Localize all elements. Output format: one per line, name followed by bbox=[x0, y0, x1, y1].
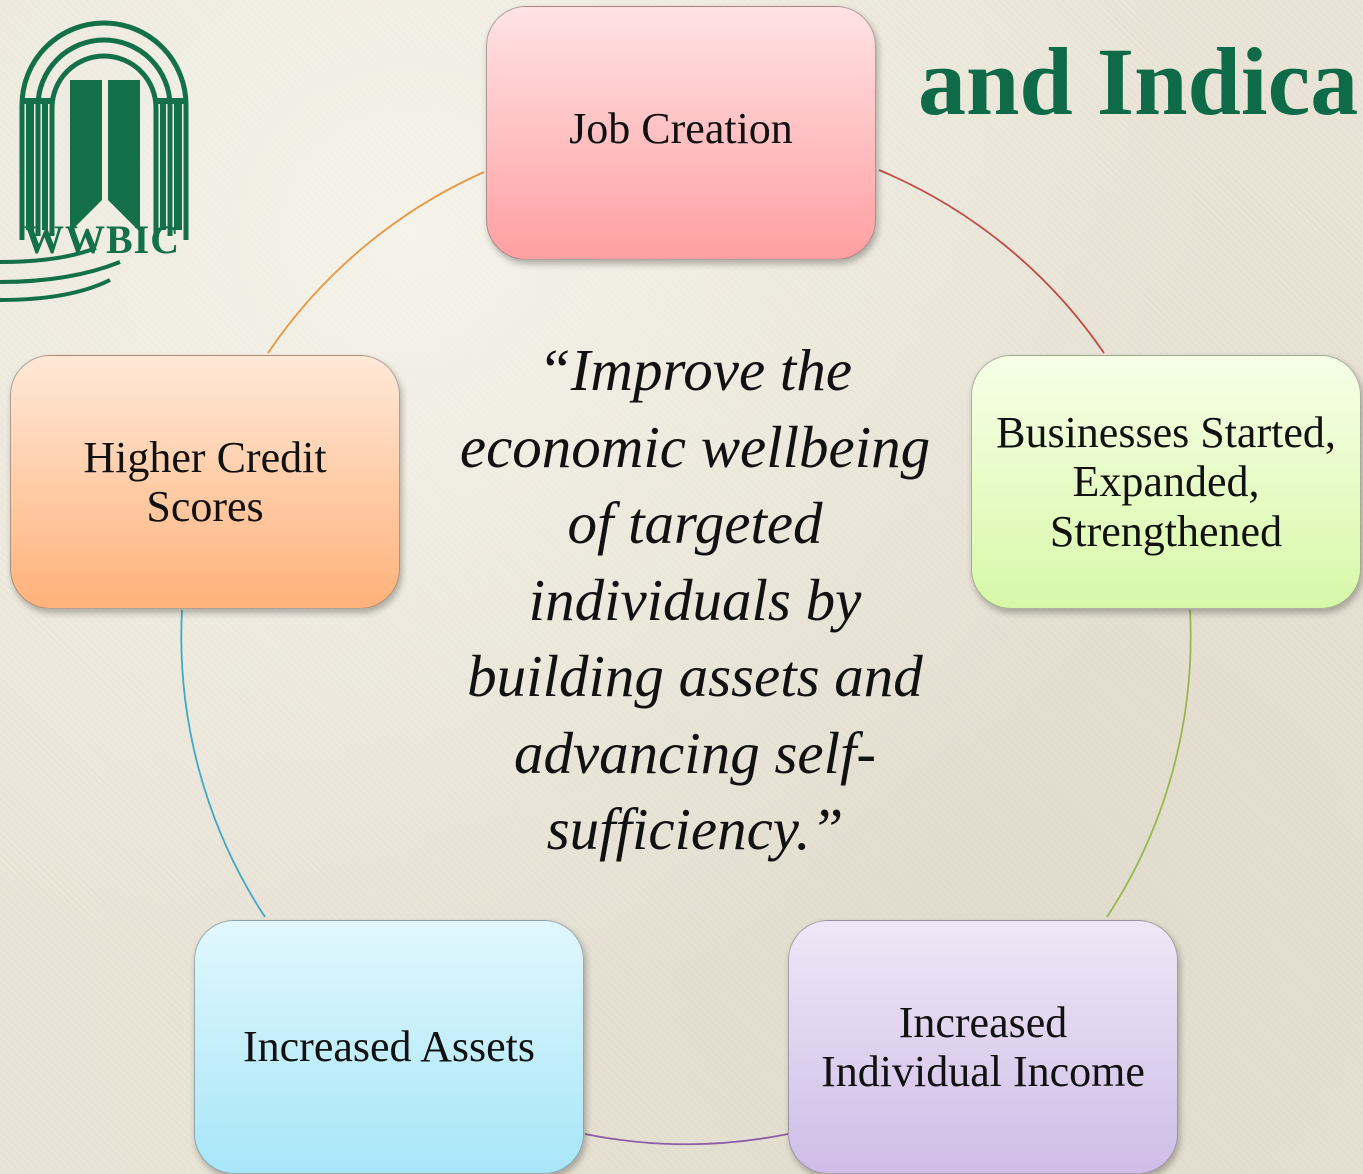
job-creation-label: Job Creation bbox=[569, 104, 793, 154]
ring-segment-income-to-assets bbox=[584, 1133, 789, 1145]
logo-innermost-arch bbox=[49, 53, 159, 236]
cycle-node-job-creation: Job Creation bbox=[486, 6, 876, 260]
cycle-node-income: Increased Individual Income bbox=[788, 920, 1178, 1174]
logo-inner-arch bbox=[35, 37, 173, 236]
cycle-node-credit: Higher Credit Scores bbox=[10, 355, 400, 609]
logo-open-doors bbox=[70, 80, 140, 232]
cycle-node-businesses: Businesses Started, Expanded, Strengthen… bbox=[971, 355, 1361, 609]
businesses-label: Businesses Started, Expanded, Strengthen… bbox=[996, 408, 1336, 556]
cycle-node-assets: Increased Assets bbox=[194, 920, 584, 1174]
ring-segment-credit-to-job bbox=[267, 171, 485, 354]
mission-statement: “Improve the economic wellbeing of targe… bbox=[459, 337, 931, 862]
logo-outer-arch bbox=[19, 20, 189, 240]
ring-segment-business-to-income bbox=[1106, 609, 1192, 918]
logo-swooshes bbox=[0, 246, 121, 302]
assets-label: Increased Assets bbox=[242, 1022, 535, 1072]
arch-door-logo-icon bbox=[0, 20, 189, 302]
ring-segment-assets-to-credit bbox=[180, 609, 266, 918]
slide-title: and Indica bbox=[918, 28, 1359, 135]
income-label: Increased Individual Income bbox=[821, 997, 1145, 1096]
logo-columns bbox=[24, 98, 184, 230]
credit-label: Higher Credit Scores bbox=[83, 432, 327, 531]
logo-wordmark: WWBIC bbox=[24, 217, 181, 262]
wwbic-logo: WWBIC bbox=[0, 0, 200, 310]
ring-segment-job-to-business bbox=[878, 169, 1105, 354]
